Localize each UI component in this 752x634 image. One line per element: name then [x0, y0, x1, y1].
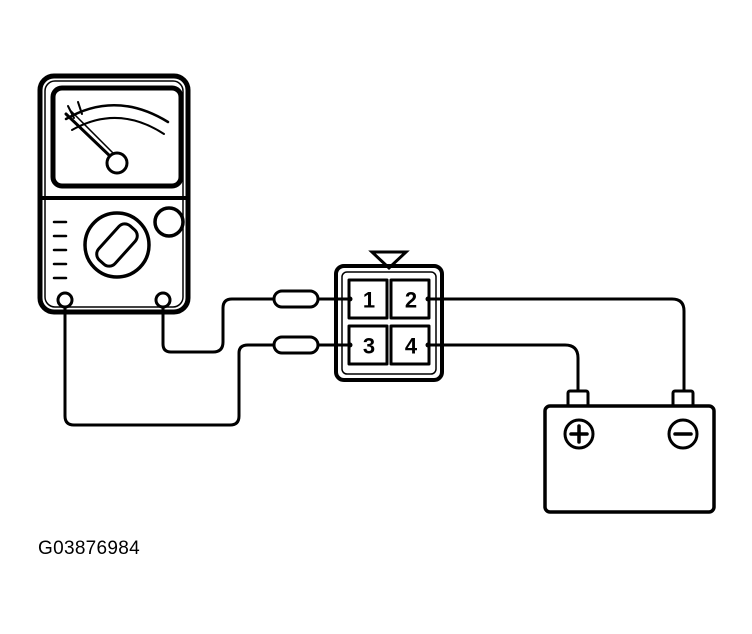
- wire-pin-2-to-negative: [426, 297, 686, 396]
- meter-jack-right: [154, 291, 172, 309]
- analog-multimeter-icon: [37, 73, 191, 315]
- test-leads: [63, 289, 350, 427]
- meter-adjust-knob: [153, 206, 185, 238]
- pin-contact-3: [347, 342, 353, 348]
- test-lead-to-pin-1: [161, 297, 276, 354]
- meter-display-window: [50, 85, 184, 189]
- four-pin-connector-icon: 1 2 3 4: [334, 250, 444, 382]
- meter-scale-arc-inner: [71, 116, 165, 135]
- probe-tip-upper: [272, 289, 320, 309]
- meter-body: [37, 73, 191, 315]
- connector-housing-inner: [341, 271, 437, 375]
- meter-scale-tick: [77, 101, 83, 115]
- meter-selector-pointer: [95, 222, 139, 268]
- meter-needle-pivot: [105, 151, 129, 175]
- wire-pin-4-to-positive: [426, 343, 580, 396]
- meter-needle-shadow: [69, 109, 115, 155]
- test-lead-to-pin-3: [63, 305, 276, 427]
- pin-contact-1: [347, 296, 353, 302]
- pin-label-3: 3: [363, 334, 375, 359]
- battery-wires: [426, 297, 686, 396]
- figure-id: G03876984: [38, 538, 141, 559]
- connector-lock-tab: [368, 250, 410, 271]
- connector-housing: [334, 264, 444, 382]
- meter-jack-left: [56, 291, 74, 309]
- pin-label-2: 2: [405, 288, 417, 313]
- battery-icon: [543, 389, 716, 514]
- pin-label-1: 1: [363, 288, 375, 313]
- meter-scale-arc: [64, 103, 170, 124]
- meter-body-inset: [44, 80, 184, 308]
- probe-tip-lower: [272, 335, 320, 355]
- meter-needle: [64, 112, 114, 160]
- pin-label-4: 4: [405, 334, 418, 359]
